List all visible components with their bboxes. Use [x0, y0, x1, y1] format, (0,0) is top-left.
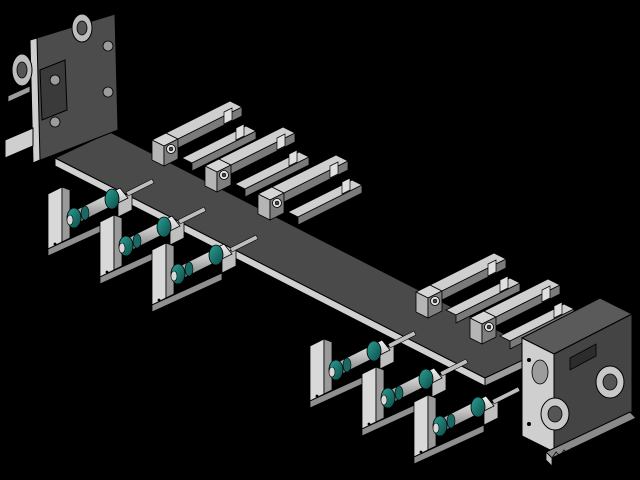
right-carriage-assembly — [520, 297, 637, 467]
left-mounting-plate — [4, 13, 119, 164]
